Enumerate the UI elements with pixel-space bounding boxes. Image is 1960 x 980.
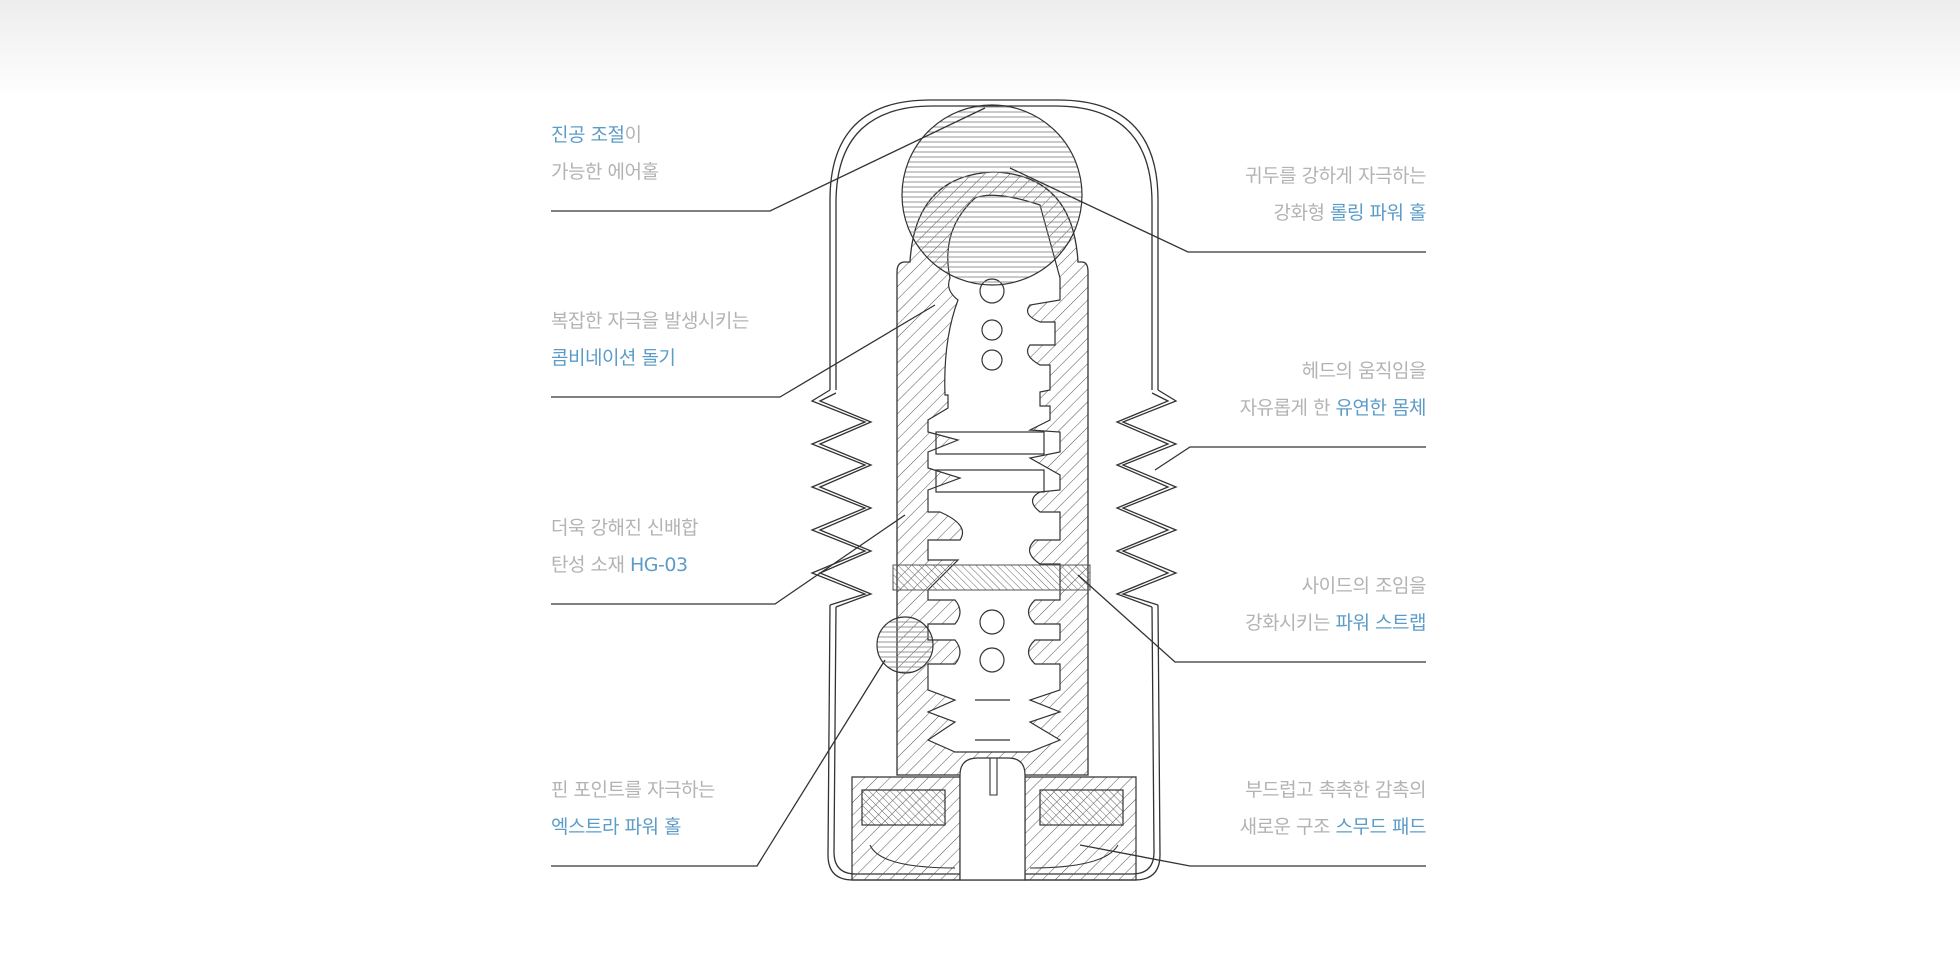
label-text: 진공 조절 xyxy=(551,124,625,146)
leader-line-hg03 xyxy=(551,514,906,605)
leader-line-pad xyxy=(1079,844,1426,867)
top-gradient-band xyxy=(0,0,1960,100)
leader-line-extra-hole xyxy=(551,659,886,867)
leader-line-body xyxy=(1154,446,1426,471)
label-combination-bumps: 복잡한 자극을 발생시키는 콤비네이션 돌기 xyxy=(551,303,749,377)
label-extra-power-hole: 핀 포인트를 자극하는 엑스트라 파워 홀 xyxy=(551,772,715,846)
label-text: 콤비네이션 돌기 xyxy=(551,347,676,369)
extra-power-hole xyxy=(876,616,934,674)
label-air-hole: 진공 조절이 가능한 에어홀 xyxy=(551,117,659,191)
label-text: 귀두를 강하게 자극하는 xyxy=(1245,165,1426,187)
label-text: 스무드 패드 xyxy=(1335,816,1427,838)
label-text: 부드럽고 촉촉한 감촉의 xyxy=(1245,779,1426,801)
label-smooth-pad: 부드럽고 촉촉한 감촉의 새로운 구조 스무드 패드 xyxy=(1239,772,1427,846)
smooth-pad-right xyxy=(1039,789,1124,826)
label-text: 더욱 강해진 신배합 xyxy=(551,517,698,539)
label-text: 강화시키는 xyxy=(1245,612,1336,634)
label-text: 강화형 xyxy=(1273,202,1331,224)
label-rolling-power-hole: 귀두를 강하게 자극하는 강화형 롤링 파워 홀 xyxy=(1245,158,1426,232)
label-text: 헤드의 움직임을 xyxy=(1301,360,1427,382)
label-text: 새로운 구조 xyxy=(1239,816,1336,838)
label-text: 탄성 소재 xyxy=(551,554,630,576)
leader-line-rolling-hole xyxy=(1009,167,1426,253)
label-text: 복잡한 자극을 발생시키는 xyxy=(551,310,749,332)
label-text: 유연한 몸체 xyxy=(1335,397,1427,419)
label-text: 사이드의 조임을 xyxy=(1301,575,1427,597)
leader-lines xyxy=(551,107,1426,867)
label-text: 이 xyxy=(624,124,642,146)
leader-line-strap xyxy=(1077,574,1426,663)
label-flexible-body: 헤드의 움직임을 자유롭게 한 유연한 몸체 xyxy=(1239,353,1427,427)
label-text: 엑스트라 파워 홀 xyxy=(551,816,681,838)
power-strap xyxy=(892,564,1091,591)
bellows-left xyxy=(810,389,867,606)
label-text: 핀 포인트를 자극하는 xyxy=(551,779,715,801)
inner-cavity xyxy=(926,194,1062,753)
smooth-pad-left xyxy=(861,789,946,826)
label-text: 파워 스트랩 xyxy=(1335,612,1427,634)
leader-line-combination xyxy=(551,304,936,398)
label-text: 가능한 에어홀 xyxy=(551,161,659,183)
label-text: 자유롭게 한 xyxy=(1239,397,1336,419)
label-power-strap: 사이드의 조임을 강화시키는 파워 스트랩 xyxy=(1245,568,1426,642)
outer-casing xyxy=(829,99,1159,390)
label-text: HG-03 xyxy=(630,554,688,576)
label-hg03-material: 더욱 강해진 신배합 탄성 소재 HG-03 xyxy=(551,510,698,584)
center-post xyxy=(959,757,1026,881)
bellows-right xyxy=(1121,389,1178,606)
label-text: 롤링 파워 홀 xyxy=(1330,202,1426,224)
leader-line-air-hole xyxy=(551,107,986,212)
rolling-power-hole xyxy=(901,104,1083,286)
